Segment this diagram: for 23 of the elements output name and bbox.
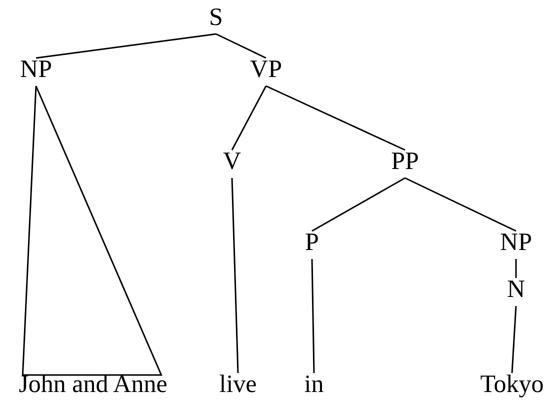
tree-branch-line [36,33,216,59]
tree-branch-line [231,178,239,374]
tree-branch-line [266,85,406,151]
tree-branch-line [216,33,266,59]
tree-branch-line [312,177,406,232]
phrase-triangle [22,85,162,376]
word-label: Tokyo [480,371,544,399]
category-label: N [506,276,526,304]
tree-branch-line [515,259,517,278]
category-label: NP [500,229,532,257]
tree-branch-line [511,306,517,374]
category-label: NP [20,56,52,84]
tree-branch-line [404,177,516,232]
word-label: in [304,371,324,399]
word-label: live [219,371,257,399]
category-label: VP [250,56,282,84]
word-label: John and Anne [18,371,168,399]
category-label: S [209,4,223,32]
tree-branch-line [231,86,267,150]
tree-branch-line [311,258,315,374]
category-label: P [305,229,319,257]
category-label: V [222,148,242,176]
category-label: PP [391,148,419,176]
